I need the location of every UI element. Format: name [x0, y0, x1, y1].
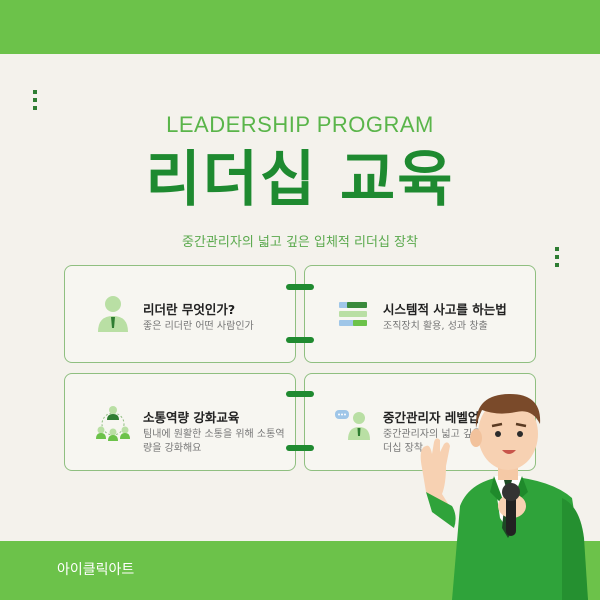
- decor-dots-right: [555, 247, 559, 271]
- program-eyebrow: LEADERSHIP PROGRAM: [166, 112, 434, 137]
- connector-bar: [286, 337, 314, 343]
- presenter-illustration: [420, 394, 588, 600]
- person-icon: [98, 296, 128, 332]
- card-what-is-leader: 리더란 무엇인가? 좋은 리더란 어떤 사람인가: [64, 265, 296, 363]
- card-title: 소통역량 강화교육: [143, 410, 240, 425]
- decor-dots-left: [33, 90, 37, 114]
- connector-bar: [286, 284, 314, 290]
- card-system-thinking: 시스템적 사고를 하는법 조직장치 활용, 성과 창출: [304, 265, 536, 363]
- card-desc: 중간관리자의 넓고 깊은 입체적 리더십 장착: [383, 429, 525, 454]
- top-band: [0, 0, 600, 54]
- card-desc: 팀내에 원활한 소통을 위해 소통역량을 강화해요: [143, 429, 285, 454]
- card-title: 중간관리자 레벨업: [383, 410, 480, 425]
- card-desc: 조직장치 활용, 성과 창출: [383, 321, 488, 332]
- speech-person-icon: [335, 410, 370, 440]
- card-title: 시스템적 사고를 하는법: [383, 302, 507, 317]
- team-network-icon: [96, 406, 130, 441]
- footer-brand: 아이클릭아트: [57, 562, 135, 578]
- page-subtitle: 중간관리자의 넓고 깊은 입체적 리더십 장착: [182, 235, 418, 250]
- connector-bar: [286, 391, 314, 397]
- stacked-bars-icon: [339, 302, 367, 326]
- page-title: 리더십 교육: [145, 145, 455, 215]
- connector-bar: [286, 445, 314, 451]
- card-title: 리더란 무엇인가?: [143, 302, 236, 317]
- card-desc: 좋은 리더란 어떤 사람인가: [143, 321, 254, 332]
- card-communication: 소통역량 강화교육 팀내에 원활한 소통을 위해 소통역량을 강화해요: [64, 373, 296, 471]
